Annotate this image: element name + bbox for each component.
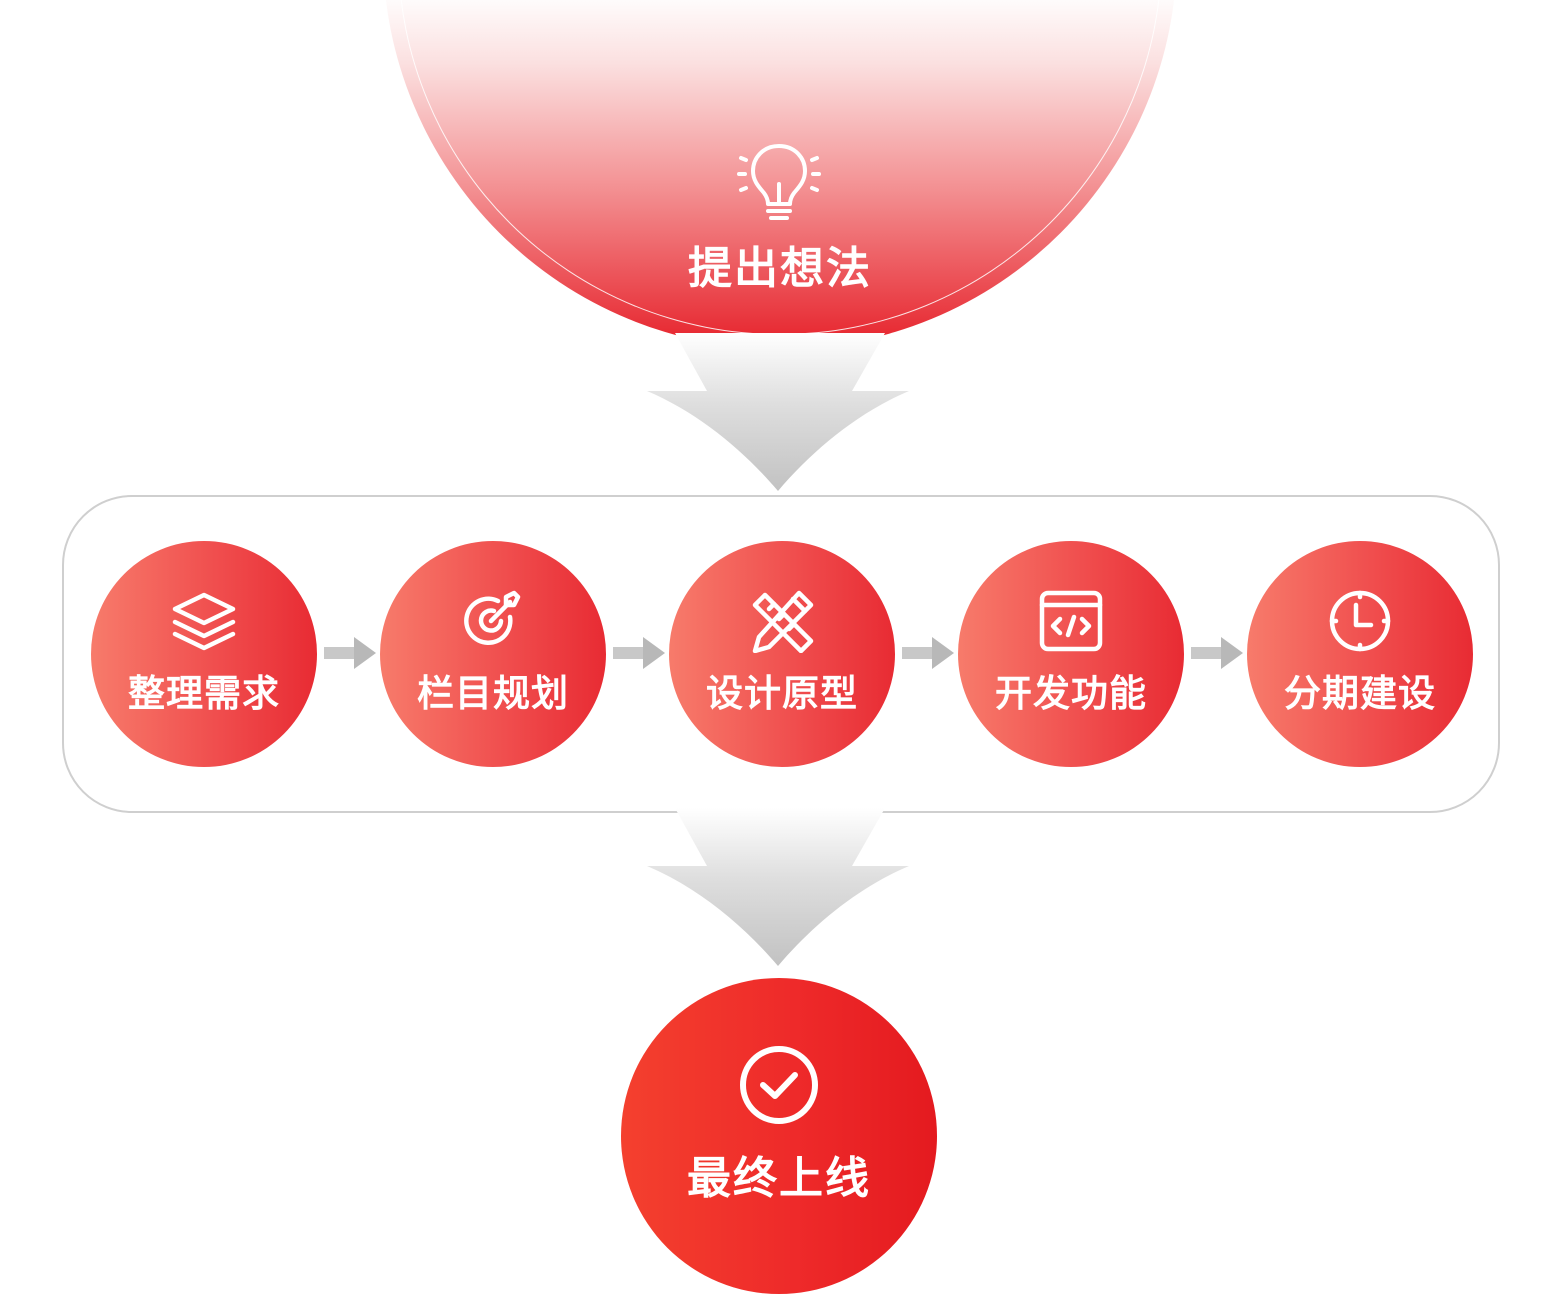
end-label: 最终上线 — [687, 1153, 871, 1204]
check-circle-icon — [740, 1046, 818, 1124]
step-organize-requirements: 整理需求 — [91, 541, 317, 767]
start-label: 提出想法 — [688, 243, 872, 294]
arrow-down-icon — [647, 333, 909, 491]
end-node: 最终上线 — [621, 978, 937, 1294]
step-column-planning: 栏目规划 — [380, 541, 606, 767]
step-label: 整理需求 — [128, 672, 280, 715]
pencil-ruler-icon — [752, 590, 814, 653]
arrow-down-icon — [647, 808, 909, 966]
code-window-icon — [1039, 590, 1103, 652]
layers-icon — [172, 592, 236, 651]
arrow-right-icon — [613, 637, 665, 669]
step-label: 设计原型 — [706, 672, 858, 715]
step-label: 栏目规划 — [417, 672, 569, 715]
arrow-right-icon — [902, 637, 954, 669]
step-develop-features: 开发功能 — [958, 541, 1184, 767]
step-phased-construction: 分期建设 — [1247, 541, 1473, 767]
target-icon — [464, 590, 521, 645]
clock-icon — [1329, 590, 1391, 652]
lightbulb-icon — [737, 144, 821, 220]
step-label: 分期建设 — [1284, 672, 1436, 715]
arrow-right-icon — [1191, 637, 1243, 669]
arrow-right-icon — [324, 637, 376, 669]
step-design-prototype: 设计原型 — [669, 541, 895, 767]
step-label: 开发功能 — [995, 672, 1147, 715]
